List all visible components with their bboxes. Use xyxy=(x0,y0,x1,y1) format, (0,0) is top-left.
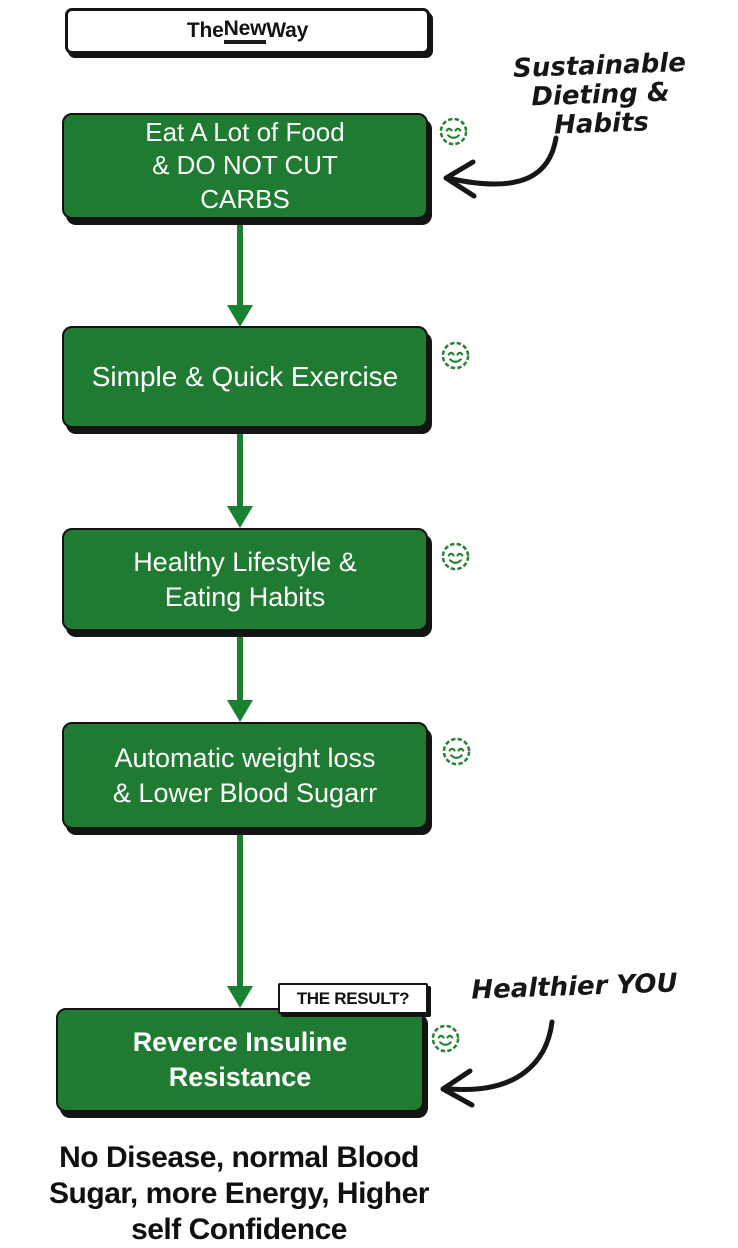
step-line: & Lower Blood Sugarr xyxy=(112,777,378,808)
step-line: Automatic weight loss xyxy=(114,742,376,773)
step-line: Reverce Insuline xyxy=(132,1027,348,1058)
annotation-line: Sustainable Dieting & xyxy=(512,48,687,113)
annotation-healthier-you: Healthier YOU xyxy=(470,968,679,1006)
header-prefix: The xyxy=(186,19,224,42)
step-box-reverse-insulin: Reverce Insuline Resistance xyxy=(56,1008,424,1112)
flow-arrow-1 xyxy=(227,216,253,327)
smiley-face-icon xyxy=(442,737,471,766)
header-suffix: Way xyxy=(266,19,309,42)
annotation-sustainable-dieting: Sustainable Dieting & Habits xyxy=(457,47,738,144)
step-box-weight-loss: Automatic weight loss & Lower Blood Suga… xyxy=(62,722,428,829)
result-label: THE RESULT? xyxy=(278,983,428,1014)
footer-line: Sugar, more Energy, Higher xyxy=(49,1177,429,1210)
step-line: & DO NOT CUT xyxy=(152,150,338,181)
flow-arrow-2 xyxy=(227,424,253,528)
step-box-healthy-lifestyle: Healthy Lifestyle & Eating Habits xyxy=(62,528,428,631)
step-line: CARBS xyxy=(200,183,290,214)
step-line: Eating Habits xyxy=(164,581,326,612)
header-highlight: New xyxy=(223,18,266,44)
flow-arrow-4 xyxy=(227,826,253,1008)
smiley-face-icon xyxy=(439,117,468,146)
step-line: Resistance xyxy=(168,1062,312,1092)
flow-arrow-3 xyxy=(227,628,253,722)
step-line: Simple & Quick Exercise xyxy=(91,361,399,393)
step-box-eat-a-lot: Eat A Lot of Food & DO NOT CUT CARBS xyxy=(62,113,428,219)
step-box-exercise: Simple & Quick Exercise xyxy=(62,326,428,428)
smiley-face-icon xyxy=(431,1024,460,1053)
header-title-box: The New Way xyxy=(65,8,430,54)
smiley-face-icon xyxy=(441,341,470,370)
smiley-face-icon xyxy=(441,542,470,571)
step-line: Eat A Lot of Food xyxy=(145,117,345,148)
footer-line: self Confidence xyxy=(131,1213,347,1246)
footer-line: No Disease, normal Blood xyxy=(59,1141,419,1174)
footer-headline: No Disease, normal Blood Sugar, more Ene… xyxy=(0,1140,478,1248)
step-line: Healthy Lifestyle & xyxy=(133,546,357,577)
